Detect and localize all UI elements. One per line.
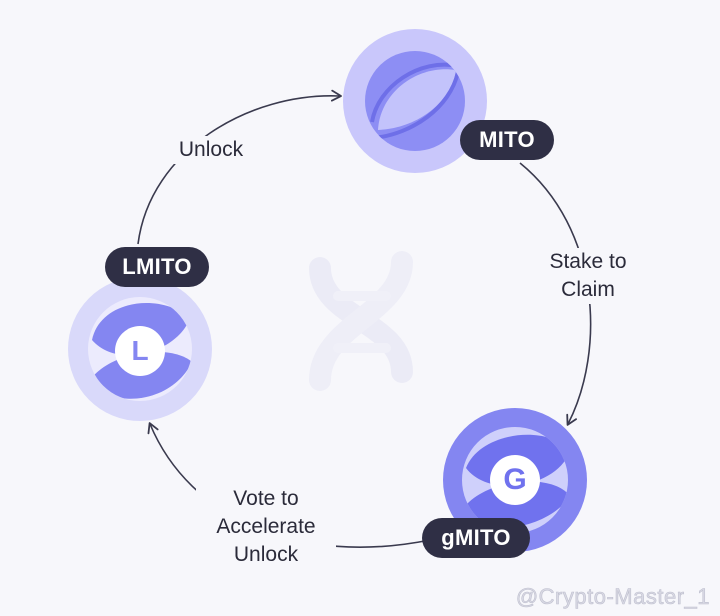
vote-line-1: Vote to: [233, 487, 299, 510]
arrow-unlock: [137, 89, 342, 245]
vote-to-accelerate-label: Vote to Accelerate Unlock: [196, 485, 336, 569]
vote-line-2: Accelerate: [216, 515, 316, 538]
stake-line-2: Claim: [561, 278, 615, 301]
gmito-letter: G: [503, 463, 527, 496]
watermark-text: @Crypto-Master_1: [515, 584, 710, 610]
lmito-label: LMITO: [105, 247, 209, 287]
lmito-letter: L: [131, 335, 149, 366]
gmito-label: gMITO: [422, 518, 530, 558]
lmito-token-icon: [68, 277, 212, 421]
stake-line-1: Stake to: [549, 250, 627, 273]
vote-line-3: Unlock: [233, 543, 299, 566]
mito-label: MITO: [460, 120, 554, 160]
mito-token-icon: [343, 29, 487, 173]
unlock-label: Unlock: [162, 136, 260, 164]
stake-to-claim-label: Stake to Claim: [532, 248, 644, 304]
gmito-token-icon: [443, 408, 587, 552]
dna-watermark-icon: [309, 251, 413, 391]
